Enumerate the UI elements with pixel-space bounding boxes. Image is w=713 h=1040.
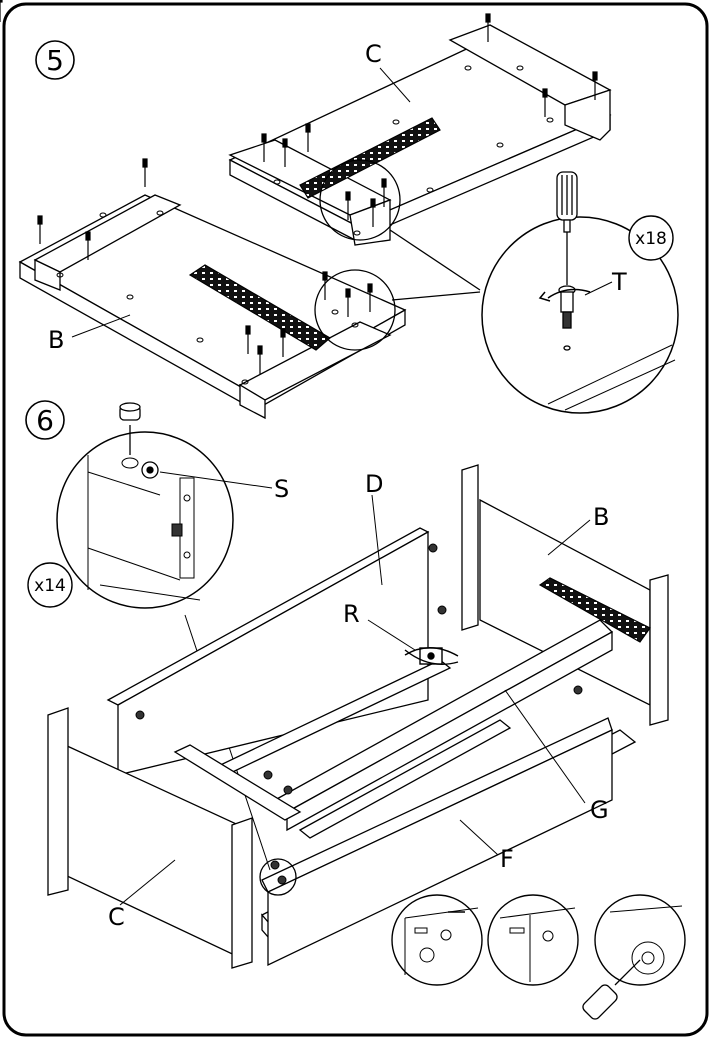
quantity-badge-step-6: x14 [27, 562, 73, 608]
zoom-detail-t [481, 216, 679, 414]
step-6-number: 6 [25, 400, 65, 440]
label-f-leader [459, 819, 499, 856]
cam-lock-icon [119, 402, 159, 479]
label-d-leader [371, 494, 383, 586]
label-g-leader [504, 689, 586, 804]
label-d: D [365, 470, 383, 498]
drawer-rail-b [538, 577, 651, 643]
zoom-detail-s [56, 431, 234, 609]
label-r: R [343, 600, 360, 628]
cam-instruction-3 [582, 894, 686, 1020]
label-b-top: B [48, 326, 64, 354]
step-5-number: 5 [35, 40, 75, 80]
label-t-leader [584, 281, 613, 296]
screwdriver-icon [556, 171, 578, 285]
label-c-top: C [365, 40, 382, 68]
callout-ring-s [259, 858, 297, 896]
svg-text:x14: x14 [34, 576, 66, 596]
label-f: F [500, 845, 514, 873]
rotate-arrow-r-icon [404, 647, 459, 665]
label-b-bottom-leader [547, 519, 591, 556]
label-c-bottom-leader [119, 859, 176, 906]
svg-text:6: 6 [36, 404, 54, 437]
rotate-arrow-icon [538, 288, 591, 302]
cam-instruction-1 [391, 894, 483, 986]
label-b-bottom: B [593, 503, 609, 531]
drawer-rail-left [188, 264, 332, 351]
label-b-top-leader [71, 314, 131, 338]
label-g: G [590, 796, 609, 824]
drawer-rail-top [299, 117, 441, 199]
bed-frame-assembly [47, 464, 669, 969]
screw-set-step-5 [0, 0, 598, 375]
screw-detail-icon [558, 285, 576, 351]
label-c-bottom: C [108, 903, 125, 931]
quantity-badge-step-5: x18 [628, 215, 674, 261]
svg-text:5: 5 [46, 44, 64, 77]
cam-instruction-2 [487, 894, 579, 986]
label-r-leader [367, 619, 416, 651]
label-s: S [274, 475, 289, 503]
callout-ring-c [314, 159, 481, 351]
label-t: T [611, 268, 627, 296]
label-s-leader [159, 471, 273, 489]
label-c-top-leader [379, 67, 411, 103]
svg-text:x18: x18 [635, 229, 667, 249]
connector-bolts [135, 543, 583, 885]
